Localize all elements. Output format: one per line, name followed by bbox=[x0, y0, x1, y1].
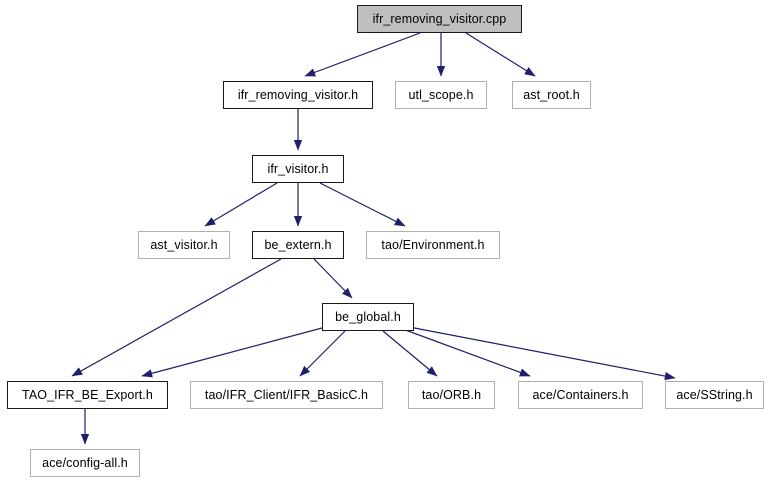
graph-node-label: ifr_removing_visitor.h bbox=[237, 88, 359, 102]
dependency-edge bbox=[141, 327, 323, 378]
graph-node-tao-environment-h[interactable]: tao/Environment.h bbox=[366, 231, 500, 259]
graph-node-utl-scope-h[interactable]: utl_scope.h bbox=[395, 81, 487, 109]
graph-node-be-extern-h[interactable]: be_extern.h bbox=[252, 231, 344, 259]
graph-node-tao-ifr-client-ifr-basicc-h[interactable]: tao/IFR_Client/IFR_BasicC.h bbox=[190, 381, 383, 409]
dependency-edge bbox=[382, 330, 438, 377]
graph-node-ifr-removing-visitor-h[interactable]: ifr_removing_visitor.h bbox=[223, 81, 373, 109]
graph-node-tao-ifr-be-export-h[interactable]: TAO_IFR_BE_Export.h bbox=[7, 381, 168, 409]
edge-group bbox=[71, 32, 676, 445]
dependency-edge bbox=[399, 327, 531, 377]
graph-node-label: ace/SString.h bbox=[676, 388, 753, 402]
graph-node-label: ace/Containers.h bbox=[532, 388, 629, 402]
graph-node-label: ast_visitor.h bbox=[150, 238, 218, 252]
dependency-edge bbox=[313, 258, 353, 299]
graph-node-ace-sstring-h[interactable]: ace/SString.h bbox=[665, 381, 764, 409]
graph-node-label: ace/config-all.h bbox=[42, 456, 128, 470]
graph-node-label: tao/ORB.h bbox=[421, 388, 482, 402]
graph-node-label: TAO_IFR_BE_Export.h bbox=[22, 388, 153, 402]
graph-node-ast-visitor-h[interactable]: ast_visitor.h bbox=[138, 231, 230, 259]
dependency-edge bbox=[319, 182, 406, 227]
graph-node-label: tao/IFR_Client/IFR_BasicC.h bbox=[204, 388, 369, 402]
dependency-edge bbox=[465, 32, 536, 77]
graph-node-label: be_extern.h bbox=[264, 238, 332, 252]
graph-node-ifr-removing-visitor-cpp[interactable]: ifr_removing_visitor.cpp bbox=[357, 5, 522, 33]
graph-node-label: be_global.h bbox=[335, 310, 401, 324]
dependency-edge bbox=[304, 32, 421, 77]
graph-node-label: ast_root.h bbox=[523, 88, 580, 102]
dependency-edge bbox=[204, 182, 278, 227]
graph-node-be-global-h[interactable]: be_global.h bbox=[322, 303, 414, 331]
graph-node-ace-config-all-h[interactable]: ace/config-all.h bbox=[30, 449, 140, 477]
dependency-edge bbox=[403, 325, 676, 381]
graph-node-ace-containers-h[interactable]: ace/Containers.h bbox=[518, 381, 643, 409]
graph-node-label: utl_scope.h bbox=[408, 88, 474, 102]
graph-node-label: ifr_visitor.h bbox=[267, 162, 329, 176]
dependency-edge bbox=[71, 258, 282, 377]
graph-node-ast-root-h[interactable]: ast_root.h bbox=[512, 81, 591, 109]
graph-node-label: tao/Environment.h bbox=[381, 238, 485, 252]
graph-node-tao-orb-h[interactable]: tao/ORB.h bbox=[408, 381, 495, 409]
graph-node-ifr-visitor-h[interactable]: ifr_visitor.h bbox=[252, 155, 344, 183]
graph-node-label: ifr_removing_visitor.cpp bbox=[372, 12, 507, 26]
dependency-edge bbox=[299, 330, 346, 377]
